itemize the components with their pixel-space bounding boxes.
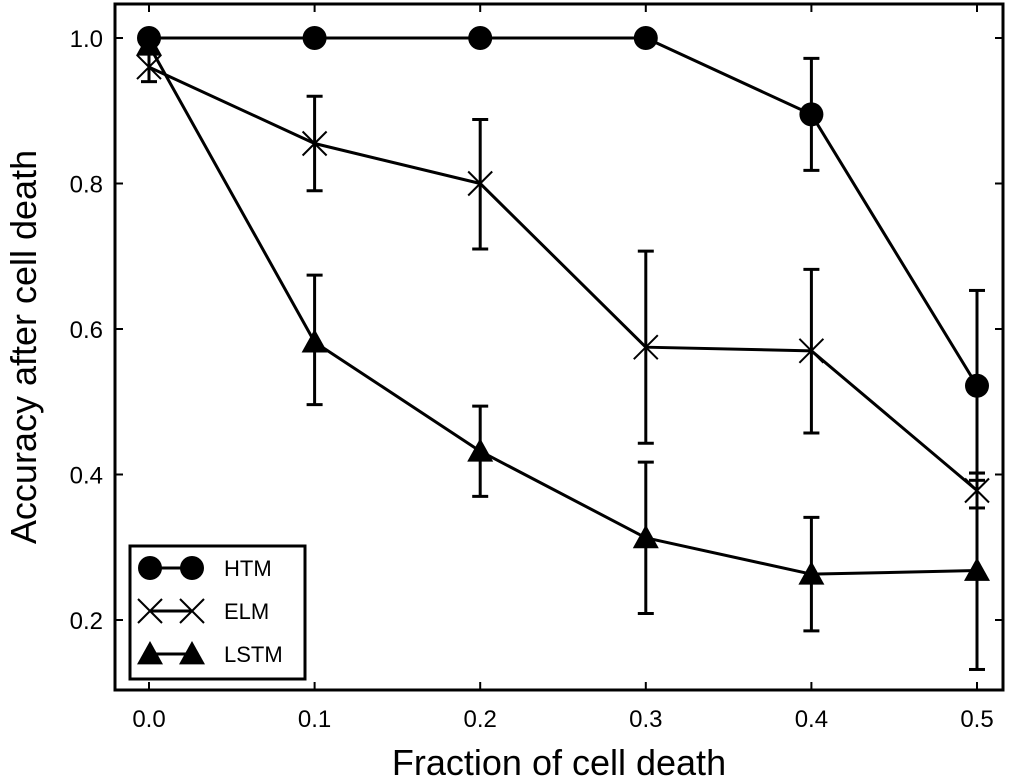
legend-entry-htm: HTM [138,556,272,581]
x-marker-stroke [179,598,205,624]
x-tick-label: 0.4 [795,706,828,733]
x-marker [301,130,328,157]
series-line [148,65,978,492]
y-axis-title: Accuracy after cell death [3,150,44,544]
legend-label: LSTM [224,642,283,667]
y-tick-label: 0.8 [70,172,103,199]
y-tick-label: 1.0 [70,26,103,53]
circle-marker [965,373,989,398]
x-tick-label: 0.3 [629,706,662,733]
legend-entry-lstm: LSTM [137,641,283,667]
y-tick-label: 0.2 [70,608,103,635]
series-line [147,44,978,576]
circle-marker [138,556,162,580]
triangle-marker [179,641,205,665]
x-tick-label: 0.1 [298,706,331,733]
x-marker-stroke [301,130,328,157]
x-axis-title: Fraction of cell death [392,742,726,782]
y-tick-label: 0.4 [70,463,103,490]
x-marker [633,334,659,360]
x-marker [179,598,205,624]
x-marker [467,170,493,197]
x-tick-label: 0.5 [960,706,993,733]
x-tick-label: 0.0 [132,706,165,733]
series-layer [136,26,990,671]
circle-marker [302,26,327,50]
series-lstm [136,32,990,671]
circle-marker [633,26,658,50]
triangle-marker [632,524,659,549]
triangle-marker [301,329,328,353]
triangle-marker [964,557,990,581]
circle-marker [799,102,824,127]
x-axis-ticks: 0.0 0.1 0.2 0.3 0.4 0.5 [132,4,994,733]
y-tick-label: 0.6 [70,317,103,344]
x-marker-stroke [467,170,493,197]
circle-marker [180,556,204,580]
triangle-marker [467,438,494,462]
legend-entry-elm: ELM [137,598,269,624]
x-marker [798,338,825,364]
x-marker-stroke [137,598,163,624]
series-line [149,36,979,387]
triangle-marker [136,32,162,56]
y-axis-ticks: 0.2 0.4 0.6 0.8 1.0 [70,26,1003,635]
x-marker [137,598,163,624]
legend: HTM ELM LSTM [128,544,307,681]
x-tick-label: 0.2 [464,706,497,733]
x-marker-stroke [633,334,659,360]
series-htm [137,26,989,482]
triangle-marker [798,561,825,585]
legend-label: ELM [224,599,269,624]
triangle-marker [137,641,163,665]
circle-marker [468,26,493,50]
x-marker-stroke [798,338,825,364]
legend-label: HTM [224,556,272,581]
